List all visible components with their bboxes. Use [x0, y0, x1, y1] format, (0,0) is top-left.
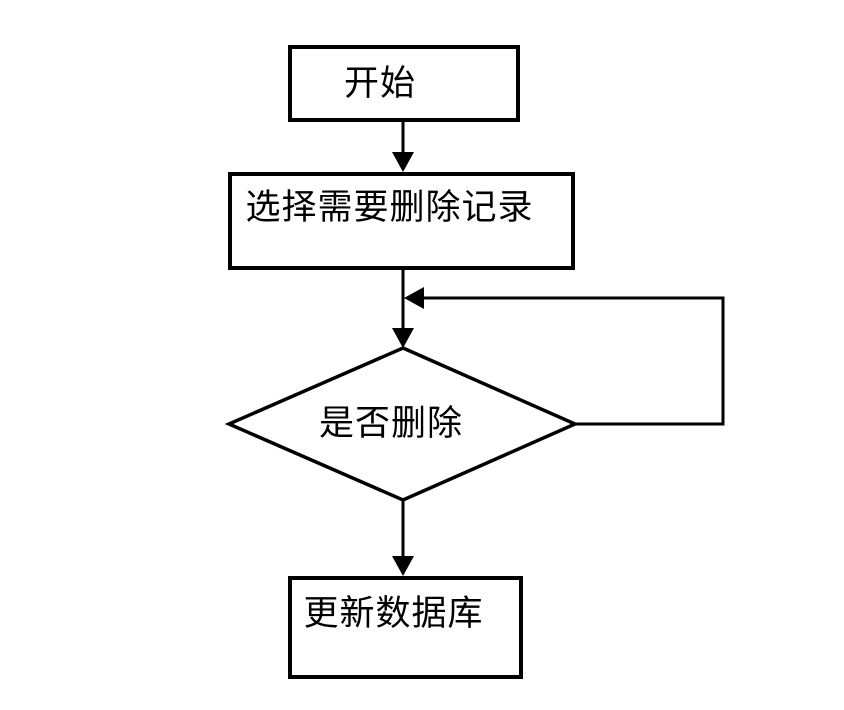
arrowhead-decision-update-icon: [392, 556, 414, 576]
decision-node-label: 是否删除: [318, 404, 463, 443]
update-node-shape: [288, 576, 523, 679]
connector-decision-loopback: [422, 296, 725, 426]
select-node-shape: [228, 172, 575, 270]
update-node-label: 更新数据库: [303, 594, 484, 633]
start-node-shape: [288, 45, 520, 122]
arrowhead-select-decision-icon: [392, 328, 414, 348]
start-node-label: 开始: [343, 64, 416, 103]
arrowhead-start-select-icon: [392, 152, 414, 172]
arrowhead-loopback-icon: [404, 287, 424, 309]
select-node-label: 选择需要删除记录: [245, 188, 534, 227]
